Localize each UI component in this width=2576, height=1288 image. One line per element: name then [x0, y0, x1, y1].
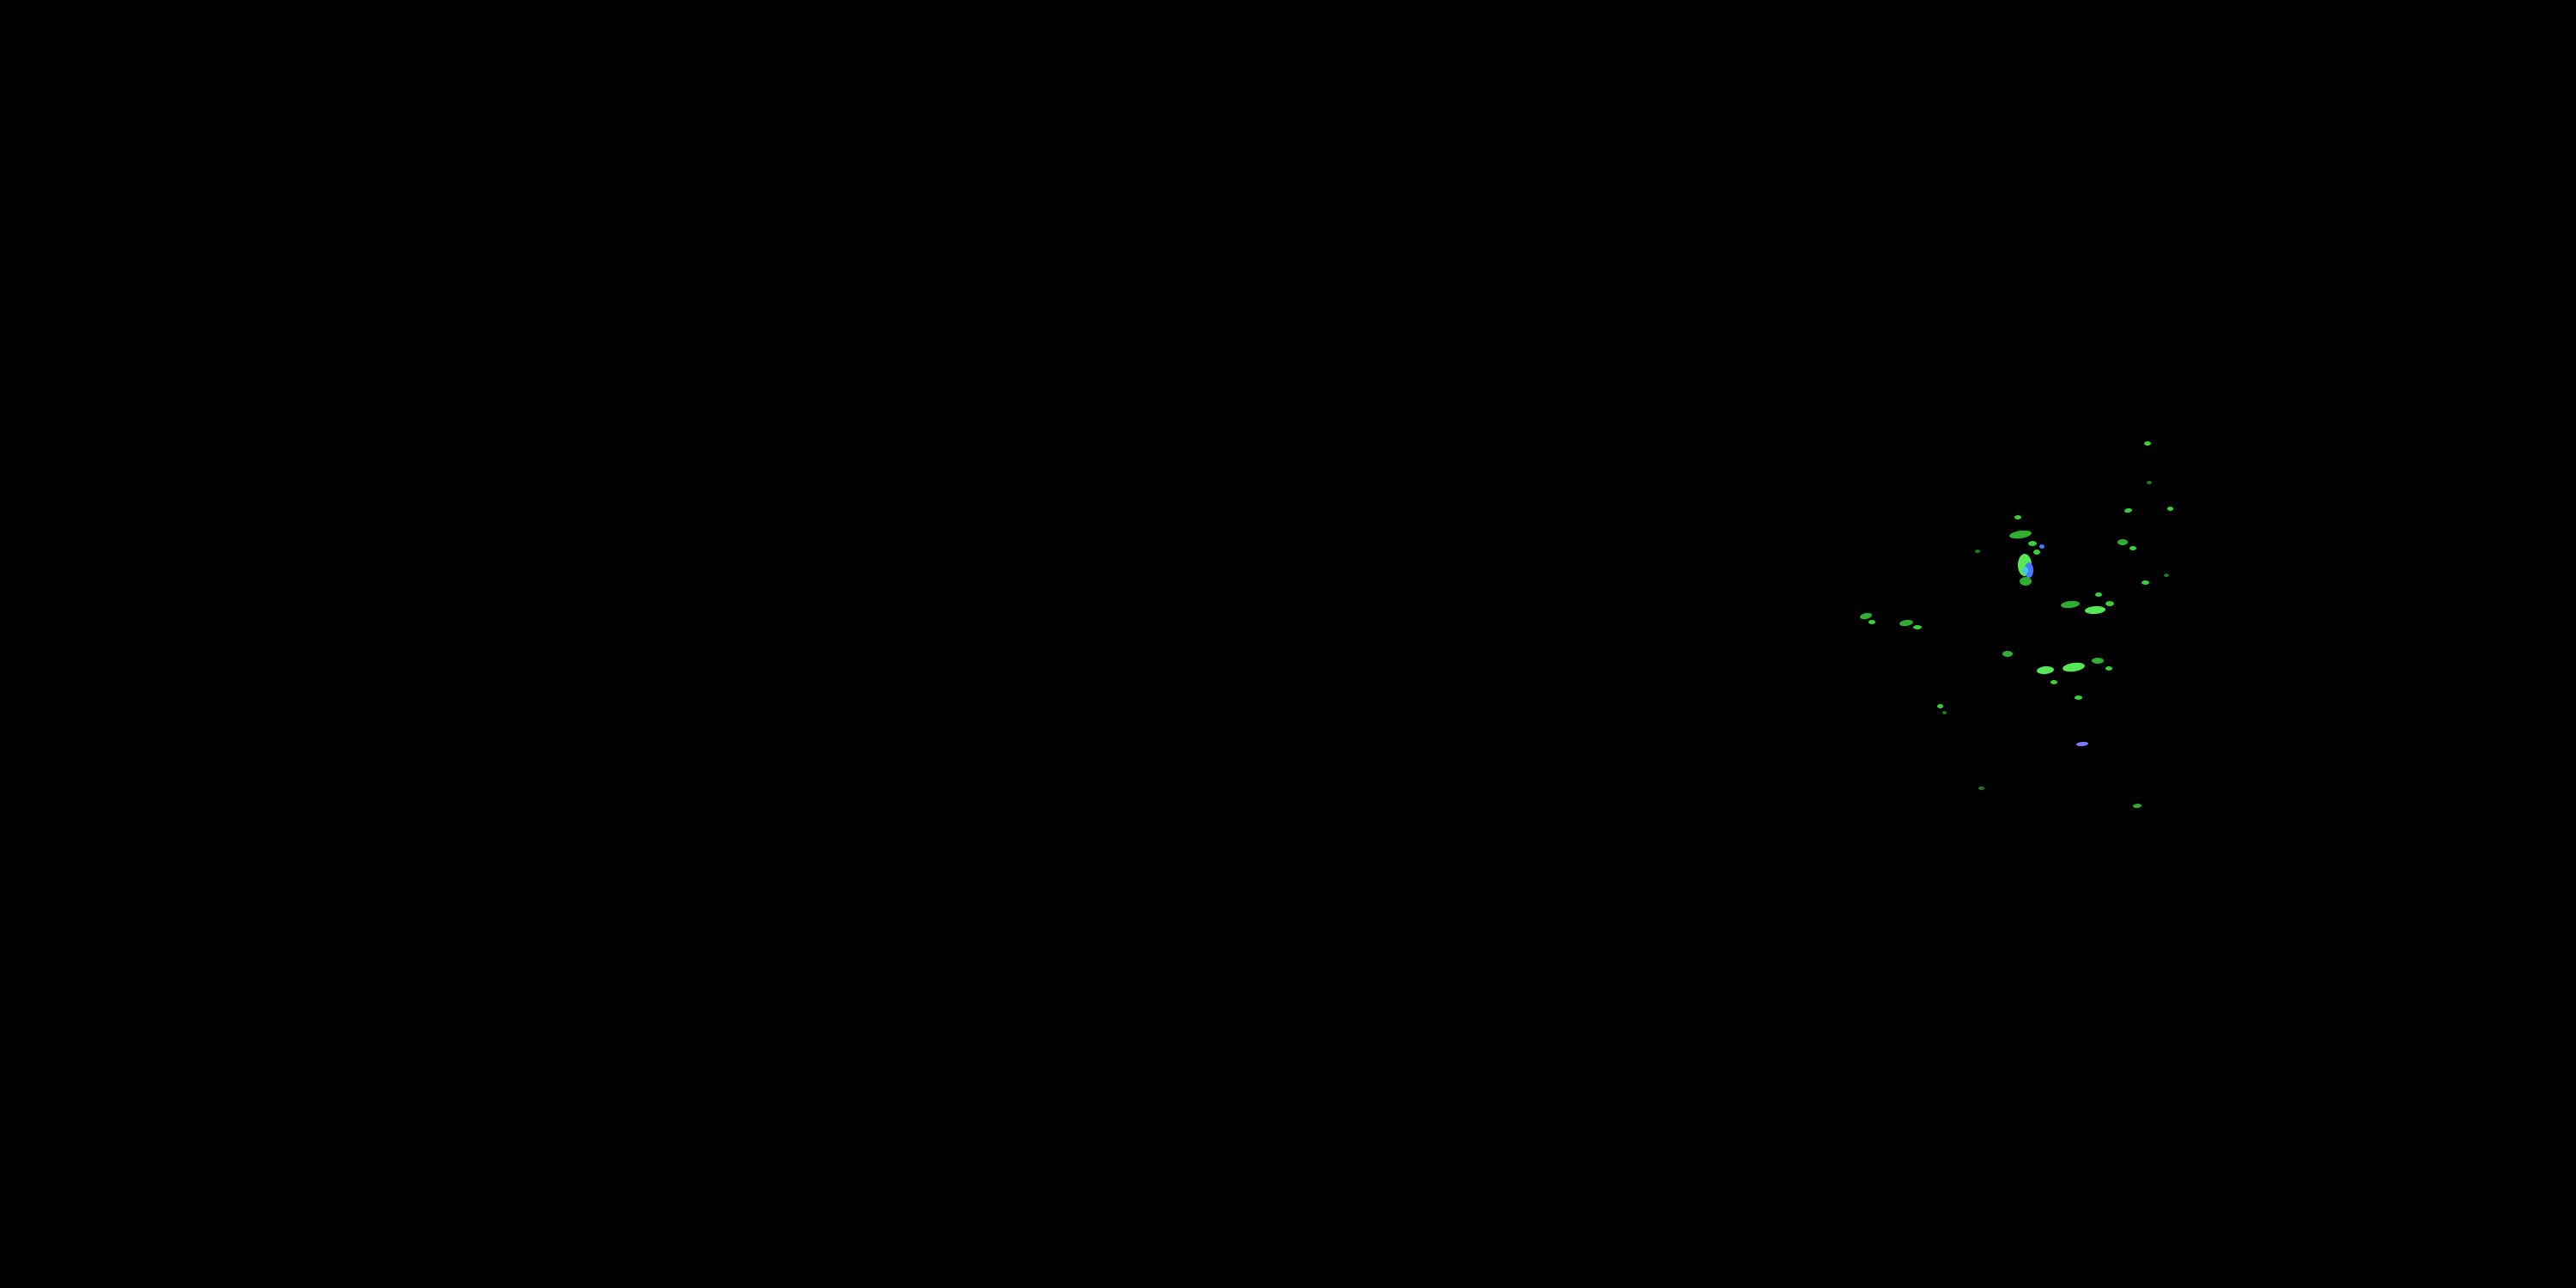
- radar-echo: [2028, 541, 2037, 546]
- radar-echo: [2002, 651, 2013, 657]
- radar-echo: [2164, 574, 2169, 577]
- radar-echo: [2025, 562, 2033, 578]
- radar-echo: [2167, 507, 2173, 511]
- radar-echo: [2014, 515, 2021, 519]
- radar-echo: [2039, 544, 2044, 549]
- radar-echo: [2092, 658, 2104, 664]
- radar-echo: [2062, 661, 2086, 673]
- radar-echo: [1978, 787, 1984, 790]
- radar-echo: [2142, 580, 2149, 585]
- radar-echo: [1942, 711, 1947, 714]
- radar-echo: [2105, 601, 2114, 606]
- radar-echo: [2095, 592, 2102, 597]
- radar-echo: [2144, 441, 2151, 446]
- radar-echo: [1975, 550, 1980, 553]
- radar-echo: [1859, 611, 1873, 621]
- radar-echo: [1868, 620, 1875, 624]
- radar-echo: [2075, 741, 2089, 747]
- radar-echo: [2022, 567, 2028, 574]
- radar-echo: [2075, 696, 2082, 700]
- radar-echo: [2036, 665, 2055, 675]
- radar-echo: [2105, 666, 2112, 671]
- radar-echo: [2020, 577, 2032, 586]
- radar-echo: [2117, 539, 2128, 545]
- radar-echo: [2132, 803, 2142, 809]
- radar-echo: [2060, 599, 2081, 610]
- radar-echo: [2129, 546, 2136, 550]
- radar-echo: [2033, 550, 2040, 555]
- radar-echo: [2050, 680, 2057, 684]
- radar-echo: [2123, 507, 2133, 513]
- radar-echo: [2147, 481, 2152, 484]
- radar-echo: [1937, 704, 1943, 708]
- radar-echo: [2008, 529, 2032, 540]
- radar-echo: [1913, 625, 1922, 629]
- radar-echo: [1899, 618, 1914, 628]
- radar-echo: [2084, 605, 2106, 615]
